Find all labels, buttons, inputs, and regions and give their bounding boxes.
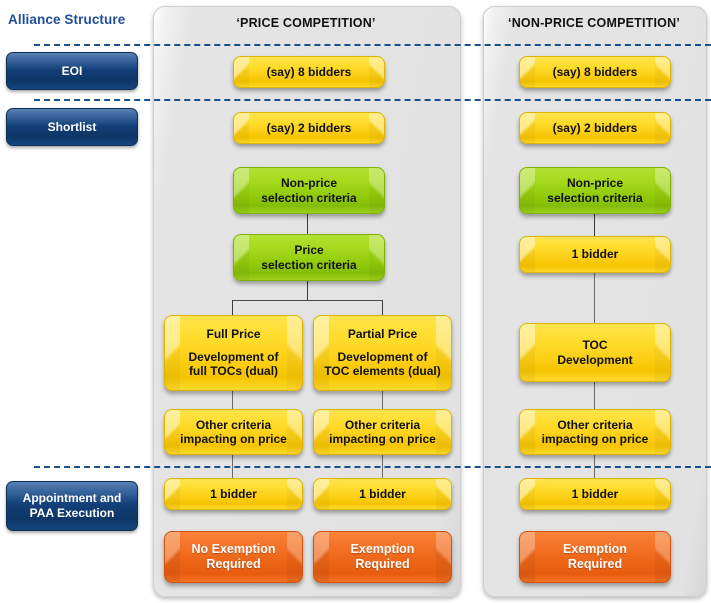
node-label-line2: Required xyxy=(567,557,623,571)
node-label-line2: impacting on price xyxy=(180,432,287,446)
node-exemption-required-partial[interactable]: Exemption Required xyxy=(313,531,452,583)
connector-np-other-to-bidder xyxy=(594,451,595,478)
stage-appointment-label-line1: Appointment and xyxy=(22,491,122,506)
node-label-line1: Exemption xyxy=(350,542,415,556)
node-label-line1: Other criteria xyxy=(344,417,421,432)
node-label-line1: Full Price xyxy=(206,327,261,342)
separator-shortlist xyxy=(34,99,711,101)
node-label-line2: Required xyxy=(355,557,410,571)
stage-shortlist[interactable]: Shortlist xyxy=(6,108,138,146)
connector-np-bidder-to-toc xyxy=(594,271,595,323)
connector-split-horizontal xyxy=(232,300,383,301)
node-label: (say) 2 bidders xyxy=(552,120,638,135)
node-label-line1: No Exemption xyxy=(191,542,276,556)
node-label: 1 bidder xyxy=(210,486,257,501)
connector-np-toc-to-other xyxy=(594,380,595,410)
stage-appointment-label-line2: PAA Execution xyxy=(29,506,115,520)
connector-fullprice-to-other xyxy=(232,389,233,411)
node-partial-price-other-criteria[interactable]: Other criteria impacting on price xyxy=(313,409,452,455)
node-label-line1: Exemption xyxy=(563,542,627,556)
connector-fullprice-other-to-bidder xyxy=(232,451,233,478)
node-np-one-bidder-top[interactable]: 1 bidder xyxy=(519,236,671,273)
node-np-exemption-required[interactable]: Exemption Required xyxy=(519,531,671,583)
node-np-nonprice-criteria[interactable]: Non-price selection criteria xyxy=(519,167,671,214)
node-np-toc-development[interactable]: TOC Development xyxy=(519,323,671,382)
node-label-line2: selection criteria xyxy=(261,257,357,272)
connector-split-right xyxy=(382,300,383,315)
node-label: 1 bidder xyxy=(359,486,406,501)
node-label-line3: Development of xyxy=(188,349,279,364)
node-label-line4: TOC elements (dual) xyxy=(324,364,441,379)
node-price-nonprice-criteria[interactable]: Non-price selection criteria xyxy=(233,167,385,214)
node-label-line4: full TOCs (dual) xyxy=(188,364,279,379)
stage-appointment[interactable]: Appointment and PAA Execution xyxy=(6,481,138,531)
node-full-price-other-criteria[interactable]: Other criteria impacting on price xyxy=(164,409,303,455)
node-label-line1: Partial Price xyxy=(347,327,418,342)
connector-price-to-split xyxy=(307,279,308,301)
node-label: (say) 8 bidders xyxy=(552,64,638,79)
node-np-eoi-bidders[interactable]: (say) 8 bidders xyxy=(519,56,671,88)
connector-nonprice-to-price xyxy=(307,212,308,244)
node-no-exemption-required[interactable]: No Exemption Required xyxy=(164,531,303,583)
node-label-line3: Development of xyxy=(337,349,428,364)
node-label-line1: TOC xyxy=(582,338,608,353)
node-partial-price-one-bidder[interactable]: 1 bidder xyxy=(313,478,452,510)
node-label-line1: Other criteria xyxy=(195,417,272,432)
node-label-line1: Non-price xyxy=(280,176,337,191)
node-np-other-criteria[interactable]: Other criteria impacting on price xyxy=(519,409,671,455)
page-title: Alliance Structure xyxy=(8,12,126,27)
connector-split-left xyxy=(232,300,233,315)
panel-non-price-competition-title: ‘NON-PRICE COMPETITION’ xyxy=(508,16,680,30)
node-np-shortlist-bidders[interactable]: (say) 2 bidders xyxy=(519,112,671,144)
node-label-line2: impacting on price xyxy=(329,432,436,446)
node-label-line2: Development xyxy=(557,352,633,367)
stage-eoi[interactable]: EOI xyxy=(6,52,138,90)
separator-eoi xyxy=(34,44,711,46)
node-label-line2: selection criteria xyxy=(261,190,357,205)
node-label-line1: Price xyxy=(294,243,324,258)
node-label-line1: Other criteria xyxy=(557,417,633,432)
node-price-eoi-bidders[interactable]: (say) 8 bidders xyxy=(233,56,385,88)
connector-partialprice-other-to-bidder xyxy=(382,451,383,478)
node-label-line1: Non-price xyxy=(566,176,623,191)
node-full-price-one-bidder[interactable]: 1 bidder xyxy=(164,478,303,510)
connector-partialprice-to-other xyxy=(382,389,383,411)
node-partial-price[interactable]: Partial Price Development of TOC element… xyxy=(313,315,452,391)
node-label: (say) 2 bidders xyxy=(266,120,352,135)
separator-appointment xyxy=(34,466,711,468)
node-price-shortlist-bidders[interactable]: (say) 2 bidders xyxy=(233,112,385,144)
node-label-line2: Required xyxy=(206,557,261,571)
node-label: 1 bidder xyxy=(571,247,619,262)
node-np-one-bidder-bottom[interactable]: 1 bidder xyxy=(519,478,671,510)
stage-eoi-label: EOI xyxy=(61,63,83,78)
node-price-price-criteria[interactable]: Price selection criteria xyxy=(233,234,385,281)
connector-np-criteria-to-bidder xyxy=(594,212,595,236)
node-full-price[interactable]: Full Price Development of full TOCs (dua… xyxy=(164,315,303,391)
stage-shortlist-label: Shortlist xyxy=(47,119,97,134)
node-label-line2: impacting on price xyxy=(541,432,649,446)
node-label: (say) 8 bidders xyxy=(266,64,352,79)
node-label: 1 bidder xyxy=(571,486,619,501)
node-label-line2: selection criteria xyxy=(547,190,643,205)
panel-price-competition-title: ‘PRICE COMPETITION’ xyxy=(236,16,376,30)
